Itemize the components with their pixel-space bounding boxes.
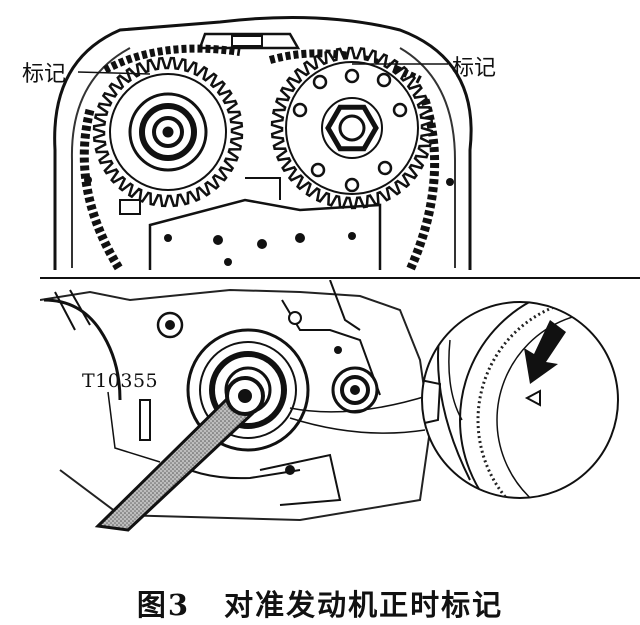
left-camshaft-sprocket [92, 56, 244, 208]
figure-title: 对准发动机正时标记 [224, 588, 504, 622]
timing-mark-triangle [524, 389, 541, 407]
mark-label-right: 标记 [452, 56, 497, 81]
leader-line-left [77, 71, 151, 75]
zoom-detail-circle [421, 301, 619, 499]
tool-t10355 [94, 376, 265, 532]
timing-cover-inner [70, 47, 456, 268]
leader-line-tool [107, 391, 161, 463]
tool-label: T10355 [82, 370, 159, 392]
timing-chain-left [79, 108, 124, 273]
top-panel-camshafts [53, 16, 473, 273]
timing-cover-outline [53, 16, 473, 270]
figure-number: 图3 [136, 588, 191, 622]
pointer-arrow-icon [524, 320, 566, 384]
right-camshaft-sprocket [270, 46, 434, 210]
zoom-connector [289, 394, 431, 434]
figure-caption: 图3 对准发动机正时标记 [0, 582, 640, 624]
mark-label-left: 标记 [22, 62, 67, 87]
idler-pulley [331, 366, 379, 414]
cylinder-head-detail [84, 176, 454, 270]
top-bracket [198, 32, 301, 50]
